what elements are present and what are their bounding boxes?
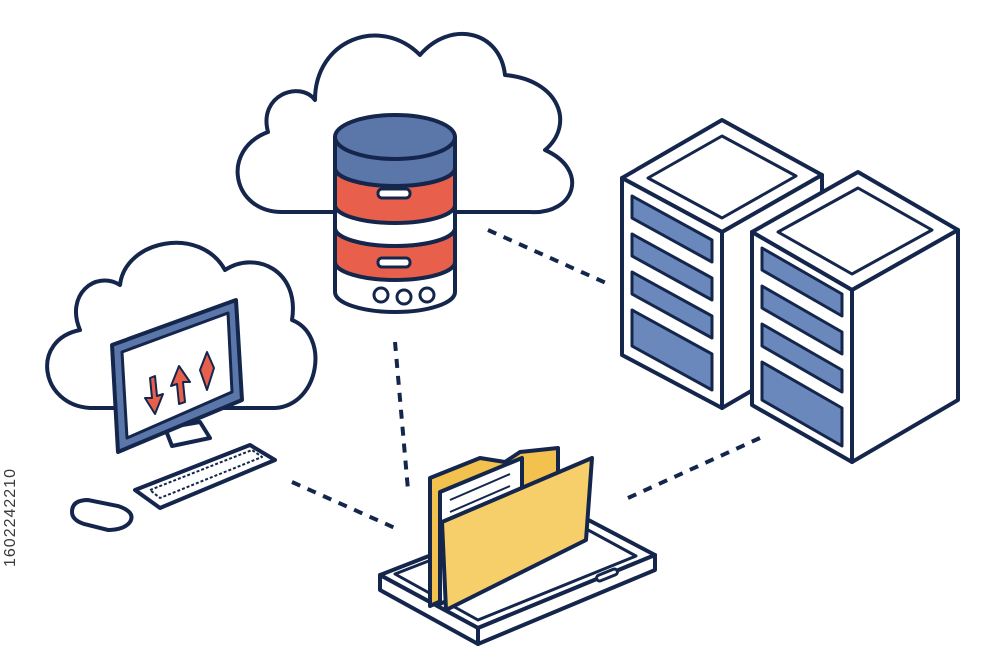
database-icon bbox=[333, 113, 457, 314]
desktop-computer-icon bbox=[110, 298, 244, 454]
mouse-icon bbox=[69, 497, 134, 533]
server-slots bbox=[760, 246, 844, 448]
folder-icon bbox=[428, 446, 594, 612]
connector-database-to-server bbox=[487, 228, 607, 285]
connector-lines bbox=[291, 228, 761, 530]
connector-server-to-folder bbox=[627, 436, 761, 500]
connector-database-to-folder bbox=[393, 341, 410, 491]
server-rack-icon bbox=[620, 118, 960, 464]
connector-computer-to-folder bbox=[291, 480, 396, 530]
up-down-arrows-icon bbox=[144, 351, 215, 415]
keyboard-icon bbox=[133, 443, 277, 510]
image-id-label: 1602242210 bbox=[2, 468, 19, 568]
server-slots bbox=[630, 194, 714, 392]
